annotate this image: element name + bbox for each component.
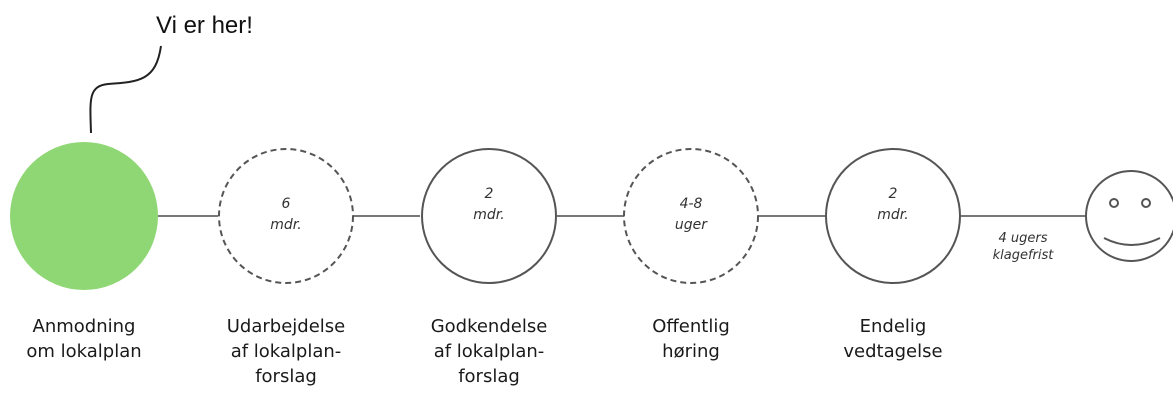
duration-unit: mdr. [473,207,505,223]
step-3-duration: 2 mdr. [429,184,549,226]
appeal-period-note: 4 ugers klagefrist [968,230,1078,264]
step-label-line: høring [662,341,720,362]
step-5-label: Endelig vedtagelse [803,314,983,364]
step-2-label: Udarbejdelse af lokalplan- forslag [196,314,376,389]
step-4-label: Offentlig høring [601,314,781,364]
step-circle-current [10,142,158,290]
duration-value: 2 [484,186,494,202]
duration-value: 4-8 [679,196,703,212]
appeal-note-line: klagefrist [992,248,1054,263]
step-3-label: Godkendelse af lokalplan- forslag [399,314,579,389]
step-label-line: om lokalplan [26,341,142,362]
step-5-duration: 2 mdr. [833,184,953,226]
step-label-line: forslag [255,366,317,387]
smiley-face-icon [1085,170,1173,262]
step-1-label: Anmodning om lokalplan [0,314,174,364]
step-circle-solid [825,148,961,284]
step-label-line: Endelig [859,316,927,337]
duration-unit: uger [674,217,708,233]
duration-value: 2 [888,186,898,202]
step-circle-dashed [218,148,354,284]
step-label-line: Godkendelse [430,316,548,337]
step-label-line: vedtagelse [843,341,943,362]
duration-unit: mdr. [270,217,302,233]
step-circle-dashed [623,148,759,284]
step-label-line: Udarbejdelse [226,316,346,337]
step-2-duration: 6 mdr. [226,194,346,236]
step-label-line: forslag [458,366,520,387]
step-label-line: af lokalplan- [433,341,545,362]
step-label-line: af lokalplan- [230,341,342,362]
current-step-callout: Vi er her! [156,12,253,39]
duration-value: 6 [281,196,291,212]
step-label-line: Anmodning [32,316,136,337]
step-circle-solid [421,148,557,284]
step-label-line: Offentlig [652,316,730,337]
appeal-note-line: 4 ugers [998,231,1048,246]
duration-unit: mdr. [877,207,909,223]
step-4-duration: 4-8 uger [631,194,751,236]
callout-pointer [89,45,162,134]
